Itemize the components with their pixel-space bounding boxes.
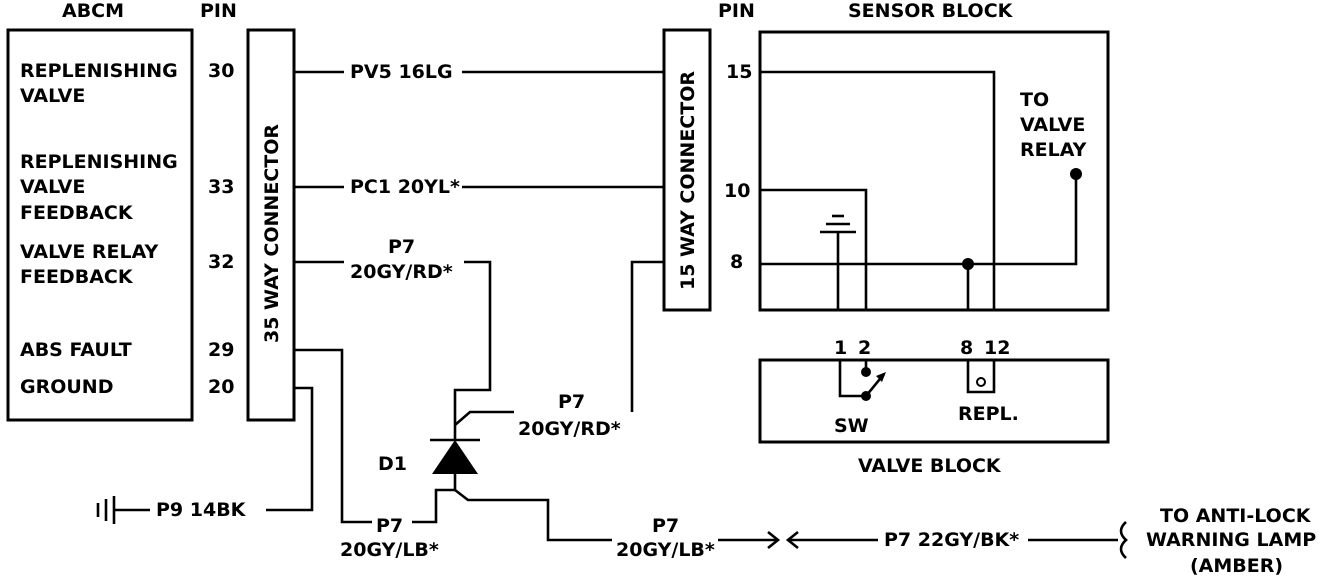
wire-abs-fault-to-diode: [412, 488, 455, 524]
sensor-trace-10: [760, 188, 868, 310]
valve-block-box: [758, 358, 1110, 444]
connector-35-way-label: 35 WAY CONNECTOR: [261, 124, 283, 343]
wire-label-p7-lb-right-1: P7: [652, 515, 679, 537]
wire-p7-top-right: [453, 260, 492, 425]
valve-label-repl: REPL.: [958, 403, 1019, 425]
sensor-pin-15: 15: [726, 61, 752, 83]
sensor-block-box: [758, 30, 1110, 312]
relay-note-3: RELAY: [1020, 139, 1087, 161]
abcm-label-valve-relay-2: FEEDBACK: [20, 266, 134, 288]
pin-header-left: PIN: [200, 0, 237, 22]
sensor-trace-8: [760, 174, 1078, 266]
pin-32: 32: [208, 251, 234, 273]
abcm-label-valve-relay-1: VALVE RELAY: [20, 241, 159, 263]
wire-label-pc1: PC1 20YL*: [350, 176, 460, 198]
wire-p7-mid-right: [630, 260, 664, 412]
relay-note-1: TO: [1020, 89, 1049, 111]
abcm-header: ABCM: [62, 0, 124, 22]
relay-terminal-dot: [1070, 168, 1082, 180]
wire-label-pv5: PV5 16LG: [350, 61, 453, 83]
wire-label-p7-lb-left-1: P7: [376, 515, 403, 537]
wire-label-p7-lb-right-2: 20GY/LB*: [616, 539, 715, 561]
pin-30: 30: [208, 60, 234, 82]
solenoid-icon: [966, 360, 996, 394]
valve-pin-8: 8: [960, 337, 973, 359]
sensor-pin-8: 8: [730, 251, 743, 273]
wire-abs-fault: [294, 348, 372, 524]
connector-35-way: [246, 28, 296, 422]
abcm-label-feedback-1: REPLENISHING: [20, 151, 178, 173]
wire-label-p7-mid-2: 20GY/RD*: [518, 418, 621, 440]
wire-label-p7-bk: P7 22GY/BK*: [884, 529, 1019, 551]
lamp-connector-icon: [1119, 521, 1128, 559]
wire-label-p7-top-1: P7: [388, 236, 415, 258]
connector-15-way: [662, 28, 712, 312]
lamp-note-3: (AMBER): [1190, 555, 1283, 577]
wire-label-p7-mid-1: P7: [558, 391, 585, 413]
relay-note-2: VALVE: [1020, 114, 1085, 136]
abcm-label-abs-fault: ABS FAULT: [20, 339, 132, 361]
sensor-pin-10: 10: [724, 180, 750, 202]
wire-label-p9: P9 14BK: [156, 499, 247, 521]
wire-label-p7-lb-left-2: 20GY/LB*: [340, 539, 439, 561]
solenoid-coil-icon: [976, 377, 986, 387]
wire-ground: [266, 386, 314, 512]
valve-pin-12: 12: [984, 337, 1010, 359]
switch-lead-1: [838, 360, 866, 398]
abcm-label-feedback-3: FEEDBACK: [20, 202, 134, 224]
valve-pin-1: 1: [834, 337, 847, 359]
abcm-module-box: [6, 28, 194, 422]
wire-p7-lb-right-left: [454, 488, 612, 542]
connector-15-way-label: 15 WAY CONNECTOR: [677, 71, 699, 290]
pin-20: 20: [208, 376, 234, 398]
lamp-note-1: TO ANTI-LOCK: [1160, 505, 1312, 527]
pin-header-right: PIN: [718, 0, 755, 22]
pin-33: 33: [208, 176, 234, 198]
diode-label: D1: [378, 453, 407, 475]
pin-29: 29: [208, 339, 234, 361]
lamp-note-2: WARNING LAMP: [1146, 529, 1316, 551]
switch-contact-top: [861, 367, 871, 377]
valve-block-header: VALVE BLOCK: [858, 455, 1002, 477]
abcm-label-replenishing-valve-2: VALVE: [20, 85, 85, 107]
wire-label-p7-top-2: 20GY/RD*: [350, 261, 453, 283]
abcm-label-replenishing-valve-1: REPLENISHING: [20, 60, 178, 82]
switch-arrow-icon: [876, 372, 886, 382]
wire-p7-mid-left: [454, 410, 514, 426]
valve-pin-2: 2: [858, 337, 871, 359]
valve-label-sw: SW: [834, 415, 869, 437]
sensor-block-header: SENSOR BLOCK: [848, 0, 1014, 22]
diode-d1-icon: [432, 440, 478, 474]
inline-connector-male-icon: [767, 530, 781, 550]
abcm-label-ground: GROUND: [20, 376, 113, 398]
abcm-label-feedback-2: VALVE: [20, 176, 85, 198]
sensor-trace-15: [760, 70, 996, 310]
